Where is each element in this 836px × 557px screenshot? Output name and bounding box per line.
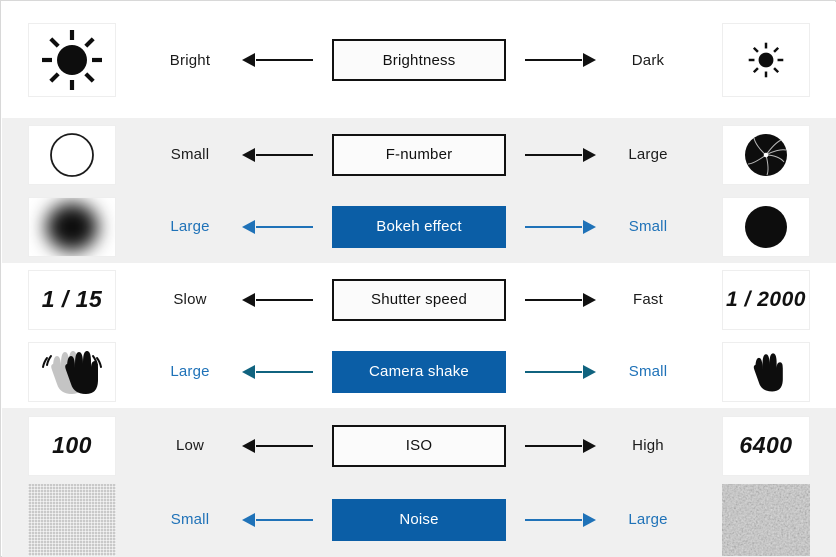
steady-hand-icon: [722, 341, 810, 402]
right-label-bokeh-small: Small: [628, 218, 668, 235]
shaking-hand-icon: [28, 341, 116, 402]
row-shutter-speed: 1 / 15 Slow Shutter speed Fast 1 / 2000: [2, 263, 836, 408]
arrow-left-iso: [238, 409, 331, 483]
arrow-left-icon: [256, 225, 313, 228]
fine-noise-swatch: [28, 483, 116, 556]
shutter-value-fast: 1 / 2000: [722, 269, 810, 330]
line-noise: Small Noise Large: [2, 483, 836, 557]
iso-value-low: 100: [28, 415, 116, 476]
center-cell-brightness: Brightness: [331, 39, 507, 81]
arrow-left-brightness: [238, 2, 331, 118]
thumb-cell-right: [696, 483, 836, 556]
iso-value-high: 6400: [722, 415, 810, 476]
line-iso: 100 Low ISO High 6400: [2, 409, 836, 483]
blurred-circle-icon: [28, 196, 116, 257]
iso-low-value: 100: [52, 432, 92, 458]
thumb-cell-right: 1 / 2000: [696, 269, 836, 330]
row-iso: 100 Low ISO High 6400: [2, 408, 836, 557]
left-label-low: Low: [175, 437, 205, 454]
aperture-open-icon: [28, 124, 116, 185]
left-label-bokeh-large: Large: [170, 218, 210, 235]
line-f-number: Small F-number Large: [2, 119, 836, 191]
left-label-shake-large: Large: [170, 363, 210, 380]
thumb-cell-left: [2, 341, 142, 402]
thumb-cell-left: [2, 124, 142, 185]
center-cell-f-number: F-number: [331, 133, 507, 176]
shutter-slow-value: 1 / 15: [41, 286, 103, 312]
thumb-cell-left: [2, 483, 142, 556]
arrow-left-icon: [256, 518, 313, 521]
shutter-fast-value: 1 / 2000: [726, 287, 806, 311]
thumb-cell-left: [2, 23, 142, 97]
arrow-right-icon: [525, 153, 582, 156]
sun-small-icon: [722, 23, 810, 97]
left-label-noise-small: Small: [170, 511, 210, 528]
thumb-cell-right: [696, 23, 836, 97]
coarse-noise-swatch: [722, 483, 810, 556]
line-bokeh: Large Bokeh effect Small: [2, 191, 836, 263]
right-label-fast: Fast: [633, 291, 663, 308]
arrow-left-shake: [238, 336, 331, 408]
thumb-cell-left: 1 / 15: [2, 269, 142, 330]
arrow-left-bokeh: [238, 191, 331, 263]
arrow-right-icon: [525, 518, 582, 521]
arrow-right-iso: [507, 409, 600, 483]
right-label-shake-small: Small: [628, 363, 668, 380]
center-cell-shake: Camera shake: [331, 350, 507, 393]
pill-f-number[interactable]: F-number: [332, 133, 506, 176]
pill-bokeh-effect[interactable]: Bokeh effect: [332, 205, 506, 248]
arrow-right-icon: [525, 370, 582, 373]
right-label-high: High: [632, 437, 664, 454]
arrow-left-icon: [256, 298, 313, 301]
arrow-left-icon: [256, 370, 313, 373]
iso-high-value: 6400: [739, 432, 793, 458]
arrow-right-shake: [507, 336, 600, 408]
arrow-right-f-number: [507, 119, 600, 191]
left-label-slow: Slow: [173, 291, 207, 308]
left-label-f-small: Small: [170, 146, 210, 163]
arrow-right-shutter: [507, 264, 600, 336]
arrow-right-icon: [525, 59, 582, 61]
arrow-right-icon: [525, 444, 582, 447]
arrow-left-f-number: [238, 119, 331, 191]
pill-iso[interactable]: ISO: [332, 424, 506, 467]
arrow-left-icon: [256, 444, 313, 447]
pill-noise[interactable]: Noise: [332, 498, 506, 541]
thumb-cell-right: [696, 196, 836, 257]
thumb-cell-left: [2, 196, 142, 257]
center-cell-iso: ISO: [331, 424, 507, 467]
arrow-right-bokeh: [507, 191, 600, 263]
arrow-left-icon: [256, 153, 313, 156]
pill-shutter-speed[interactable]: Shutter speed: [332, 278, 506, 321]
left-label-bright: Bright: [169, 51, 211, 69]
sharp-circle-icon: [722, 196, 810, 257]
thumb-cell-right: [696, 341, 836, 402]
aperture-closed-icon: [722, 124, 810, 185]
arrow-left-icon: [256, 59, 313, 61]
row-brightness: Bright Brightness Dark: [2, 2, 836, 118]
arrow-right-noise: [507, 483, 600, 557]
center-cell-noise: Noise: [331, 498, 507, 541]
sun-large-icon: [28, 23, 116, 97]
arrow-right-icon: [525, 298, 582, 301]
line-shutter-speed: 1 / 15 Slow Shutter speed Fast 1 / 2000: [2, 264, 836, 336]
arrow-left-noise: [238, 483, 331, 557]
center-cell-bokeh: Bokeh effect: [331, 205, 507, 248]
thumb-cell-right: [696, 124, 836, 185]
pill-camera-shake[interactable]: Camera shake: [332, 350, 506, 393]
pill-brightness[interactable]: Brightness: [332, 39, 506, 81]
line-camera-shake: Large Camera shake Small: [2, 336, 836, 408]
thumb-cell-right: 6400: [696, 415, 836, 476]
row-f-number: Small F-number Large: [2, 118, 836, 263]
center-cell-shutter: Shutter speed: [331, 278, 507, 321]
line-brightness: Bright Brightness Dark: [2, 2, 836, 118]
right-label-dark: Dark: [631, 51, 665, 69]
arrow-left-shutter: [238, 264, 331, 336]
arrow-right-brightness: [507, 2, 600, 118]
arrow-right-icon: [525, 225, 582, 228]
right-label-f-large: Large: [628, 146, 668, 163]
thumb-cell-left: 100: [2, 415, 142, 476]
right-label-noise-large: Large: [628, 511, 668, 528]
shutter-value-slow: 1 / 15: [28, 269, 116, 330]
